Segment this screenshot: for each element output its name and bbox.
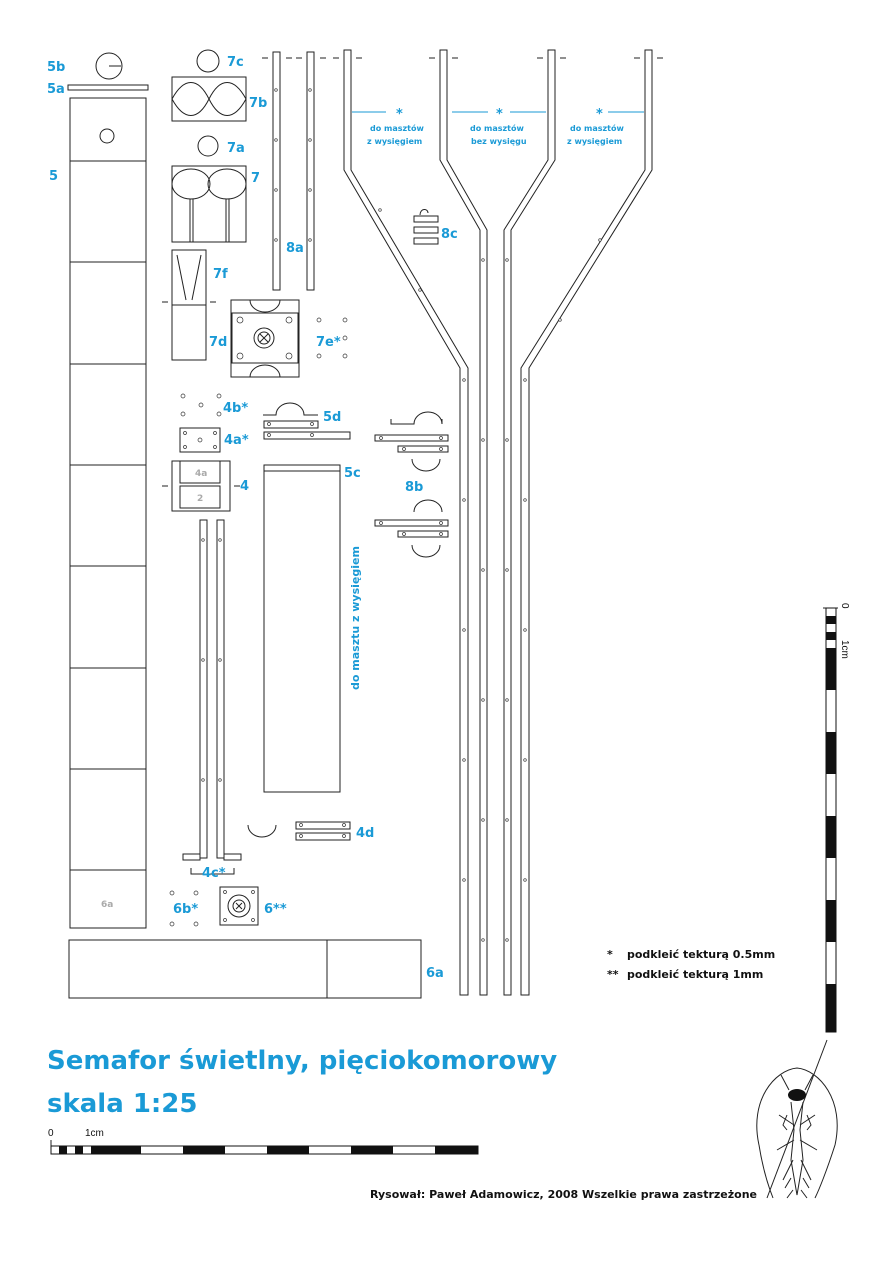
legend-mark-single: *: [607, 948, 613, 961]
legend-mark-double: **: [607, 968, 619, 981]
legend-text-double: podkleić tekturą 1mm: [627, 968, 763, 981]
label-5c: 5c: [344, 466, 361, 481]
label-6: 6**: [264, 902, 287, 917]
svg-text:do masztów: do masztów: [370, 123, 424, 133]
label-4b: 4b*: [223, 401, 248, 416]
label-5a: 5a: [47, 82, 65, 97]
part-5-column: [67, 52, 149, 929]
label-7d: 7d: [209, 335, 227, 350]
label-7c: 7c: [227, 55, 244, 70]
label-7b: 7b: [249, 96, 267, 111]
scale-bar-horizontal: 0 1cm: [48, 1128, 479, 1155]
label-4c: 4c*: [202, 866, 226, 881]
svg-text:z wysięgiem: z wysięgiem: [367, 137, 422, 146]
legend-text-single: podkleić tekturą 0.5mm: [627, 948, 775, 961]
label-4d: 4d: [356, 826, 374, 841]
label-8a: 8a: [286, 241, 304, 256]
note-arm-left: * do masztów z wysięgiem: [367, 107, 424, 146]
title-line-1: Semafor świetlny, pięciokomorowy: [47, 1046, 557, 1076]
note-arm-mid: * do masztów bez wysięgu: [470, 107, 527, 146]
label-6a: 6a: [426, 966, 444, 981]
inner-label-2: 2: [197, 494, 203, 504]
part-6a-plate: [68, 939, 422, 999]
part-5d-clamp: [263, 402, 351, 440]
inner-label-4a: 4a: [195, 469, 207, 479]
part-6-group: [169, 886, 259, 927]
label-7e: 7e*: [316, 335, 341, 350]
inner-label-6a: 6a: [101, 900, 113, 910]
part-4-group: [162, 393, 240, 512]
author-logo-icon: [756, 1039, 838, 1199]
svg-text:z wysięgiem: z wysięgiem: [567, 137, 622, 146]
part-7-group: [162, 49, 348, 378]
svg-text:do masztów: do masztów: [570, 123, 624, 133]
credit-line: Rysował: Paweł Adamowicz, 2008 Wszelkie …: [370, 1188, 757, 1201]
label-4: 4: [240, 479, 249, 494]
svg-text:*: *: [496, 107, 503, 122]
label-4a: 4a*: [224, 433, 249, 448]
svg-text:*: *: [596, 107, 603, 122]
scale-h-unit: 1cm: [85, 1128, 104, 1139]
label-7a: 7a: [227, 141, 245, 156]
note-arm-right: * do masztów z wysięgiem: [567, 107, 624, 146]
part-4d-clamp: [247, 821, 351, 841]
scale-v-unit: 1cm: [839, 640, 850, 659]
part-4c-rods: [182, 519, 242, 875]
title-line-2: skala 1:25: [47, 1089, 198, 1119]
part-8b-clamps: [374, 411, 449, 558]
label-5: 5: [49, 169, 58, 184]
part-5c-plate: [263, 464, 341, 793]
legend: * podkleić tekturą 0.5mm ** podkleić tek…: [607, 948, 775, 981]
scale-h-zero: 0: [48, 1128, 54, 1139]
label-8b: 8b: [405, 480, 423, 495]
part-8c-clips: [413, 209, 439, 245]
svg-text:bez wysięgu: bez wysięgu: [471, 137, 527, 146]
label-5d: 5d: [323, 410, 341, 425]
label-5b: 5b: [47, 60, 65, 75]
label-8c: 8c: [441, 227, 458, 242]
svg-text:*: *: [396, 107, 403, 122]
label-6b: 6b*: [173, 902, 198, 917]
part-8-arms: [333, 49, 663, 996]
note-vertical: do masztu z wysięgiem: [349, 546, 362, 690]
svg-text:do masztów: do masztów: [470, 123, 524, 133]
scale-v-zero: 0: [839, 603, 850, 609]
label-7: 7: [251, 171, 260, 186]
part-8a-rods: [262, 51, 326, 291]
label-7f: 7f: [213, 267, 228, 282]
scale-bar-vertical: 0 1cm: [823, 603, 850, 1033]
